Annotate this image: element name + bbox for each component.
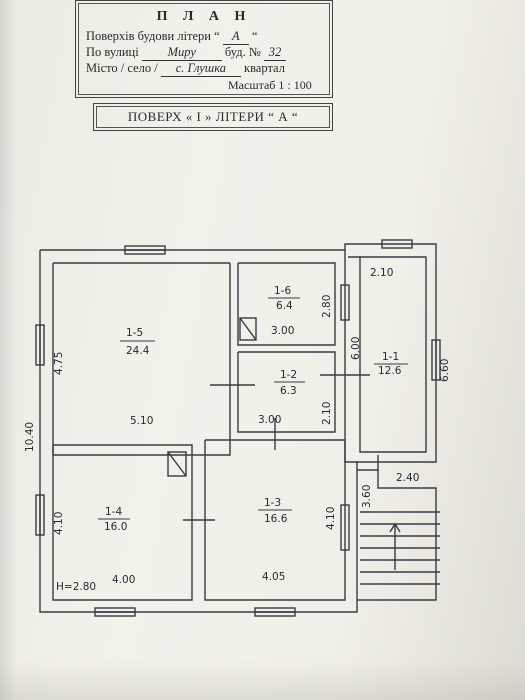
scale-label: Масштаб 1 : 100 (228, 78, 312, 92)
wall-room-1-4 (52, 444, 193, 601)
room-1-2-area: 6.3 (280, 385, 297, 397)
outer-wall-east-wing (344, 243, 437, 463)
dim-1-1-bottom: 2.40 (396, 472, 419, 484)
outer-wall-main (39, 249, 358, 613)
dim-1-1-height: 6.00 (350, 337, 362, 360)
wall-room-1-5 (53, 263, 231, 456)
room-1-5-area: 24.4 (126, 345, 150, 357)
floor-title-box: ПОВЕРХ « І » ЛІТЕРИ “ А “ (93, 103, 333, 131)
room-1-2-id: 1-2 (280, 369, 297, 381)
dim-overall-length: 10.40 (24, 422, 36, 452)
street-label: По вулиці (86, 45, 139, 59)
room-1-5-id: 1-5 (126, 327, 143, 339)
room-1-6-id: 1-6 (274, 285, 291, 297)
floors-label: Поверхів будови літери (86, 29, 211, 43)
wall-room-1-1 (348, 256, 427, 453)
doors (183, 374, 379, 521)
building-number-label: буд. № (224, 45, 261, 59)
dim-porch: 3.60 (361, 485, 373, 508)
village-name: с. Глушка (160, 61, 241, 77)
room-1-4-id: 1-4 (105, 506, 122, 518)
wall-room-1-6 (237, 262, 336, 346)
wall-room-1-2 (237, 351, 336, 433)
village-line: Місто / село / с. Глушка квартал (86, 61, 285, 77)
floor-title: ПОВЕРХ « І » ЛІТЕРИ “ А “ (127, 109, 299, 124)
dim-1-6-width: 3.00 (271, 325, 294, 337)
stove-fixture (167, 451, 187, 477)
dim-1-6-height: 2.80 (321, 295, 333, 318)
room-1-4-area: 16.0 (104, 521, 127, 533)
room-1-1-area: 12.6 (378, 365, 402, 377)
page-shadow-left (0, 0, 18, 700)
dim-1-3-height: 4.10 (325, 507, 337, 530)
room-1-1-id: 1-1 (382, 351, 399, 363)
dim-1-1-width: 2.10 (370, 267, 393, 279)
floors-line: Поверхів будови літери “ А “ (86, 29, 258, 45)
plan-title: П Л А Н (156, 9, 252, 24)
chimney-fixture (239, 317, 257, 341)
plan-header-box: П Л А Н Поверхів будови літери “ А “ По … (75, 0, 333, 98)
dim-1-2-height: 2.10 (321, 402, 333, 425)
window-1-1-north (381, 239, 413, 249)
open-quote: “ (214, 29, 220, 43)
dim-1-4-width: 4.00 (112, 574, 135, 586)
room-1-3-id: 1-3 (264, 497, 281, 509)
room-1-6-area: 6.4 (276, 300, 293, 312)
windows (35, 239, 441, 617)
room-labels: 1-5 24.4 1-6 6.4 1-2 6.3 1-1 12.6 1-4 16… (98, 285, 408, 533)
page-shadow-bottom (0, 660, 525, 700)
dim-1-2-width: 3.00 (258, 414, 281, 426)
dim-1-4-height: 4.10 (53, 512, 65, 535)
building-letter: А (222, 29, 249, 45)
street-name: Миру (141, 45, 222, 61)
dim-1-5-height: 4.75 (53, 352, 65, 375)
street-line: По вулиці Миру буд. № 32 (86, 45, 286, 61)
dimension-labels: 4.75 5.10 2.80 3.00 2.10 3.00 2.10 6.00 … (24, 267, 451, 593)
dim-overall-width: 6.60 (439, 359, 451, 382)
room-1-3-area: 16.6 (264, 513, 288, 525)
dim-1-3-width: 4.05 (262, 571, 285, 583)
close-quote: “ (251, 29, 258, 43)
wall-room-1-3 (204, 439, 346, 601)
dim-1-5-width: 5.10 (130, 415, 153, 427)
quarter-label: квартал (244, 61, 285, 75)
village-label: Місто / село / (86, 61, 158, 75)
ceiling-height: H=2.80 (56, 581, 96, 593)
porch-stairs (357, 469, 440, 601)
window-1-6 (340, 284, 350, 321)
window-1-3-east (340, 504, 350, 551)
building-number: 32 (263, 45, 286, 61)
